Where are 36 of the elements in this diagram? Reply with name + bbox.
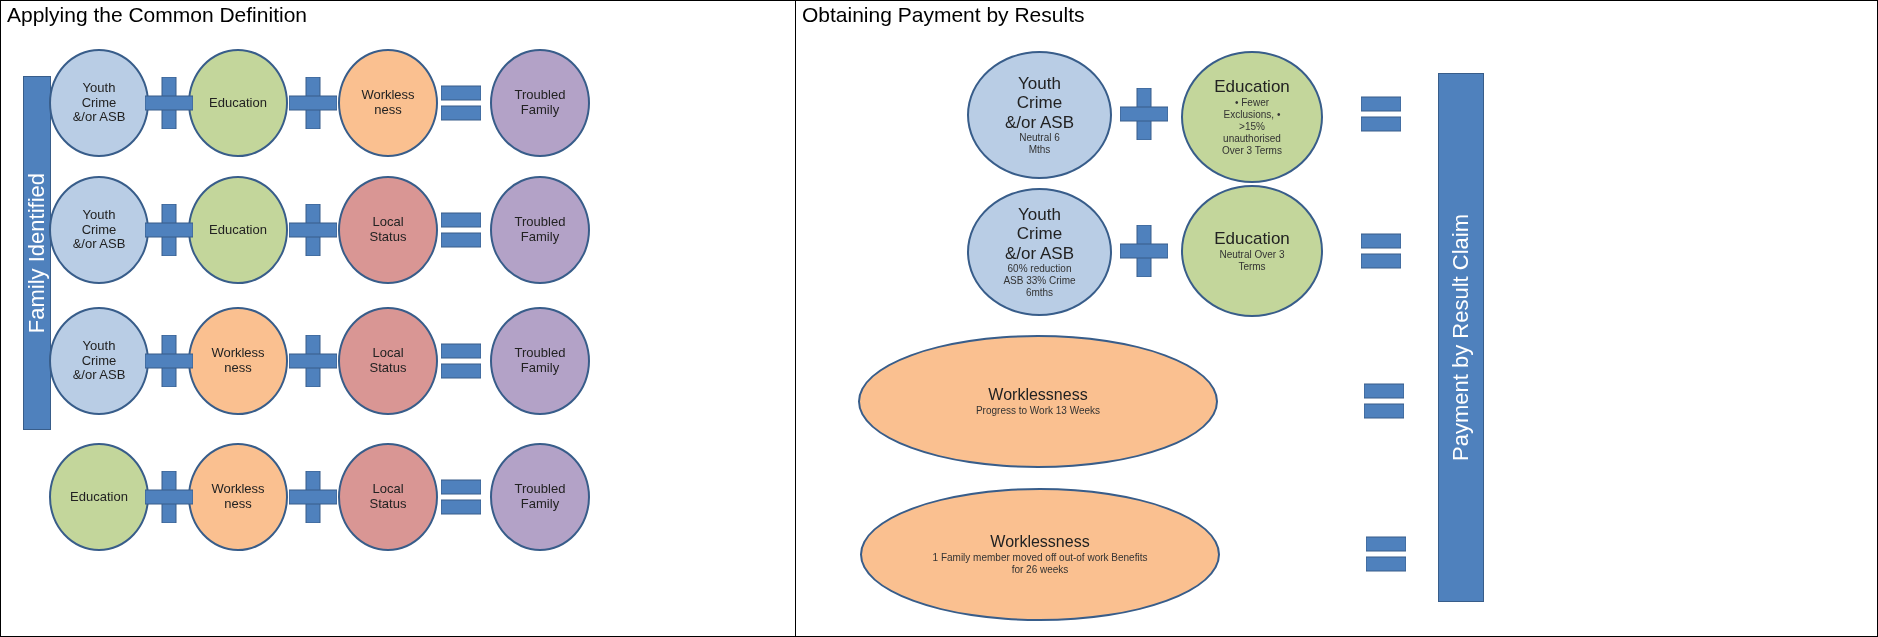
circle-title: Worklessness	[990, 533, 1090, 552]
panel-heading: Obtaining Payment by Results	[802, 3, 1085, 27]
circle-note: 1 Family member moved off out-of work Benefits for 26 weeks	[931, 551, 1149, 576]
vertical-banner	[23, 76, 51, 430]
circle-title: Education	[209, 222, 267, 238]
circle-title: Local Status	[368, 482, 408, 512]
circle-note: Progress to Work 13 Weeks	[975, 404, 1101, 417]
panel-heading: Applying the Common Definition	[7, 3, 307, 27]
circle-title: Local Status	[368, 346, 408, 376]
circle-note: • Fewer Exclusions, • >15% unauthorised Over 3 Terms	[1221, 96, 1283, 157]
circle-title: Education	[1214, 77, 1290, 97]
circle-note: Neutral Over 3 Terms	[1218, 248, 1286, 273]
circle-title: Troubled Family	[513, 346, 567, 376]
circle-title: Troubled Family	[513, 88, 567, 118]
banner-text: Family Identified	[24, 172, 50, 334]
panel-frame	[0, 0, 796, 637]
circle-title: Troubled Family	[513, 215, 567, 245]
circle-title: Workless ness	[210, 346, 266, 376]
circle-title: Youth Crime &/or ASB	[71, 80, 127, 126]
vertical-banner	[1438, 73, 1484, 602]
panel-frame	[795, 0, 1878, 637]
circle-title: Youth Crime &/or ASB	[71, 207, 127, 253]
circle-title: Workless ness	[210, 482, 266, 512]
circle-title: Education	[209, 95, 267, 111]
circle-title: Workless ness	[360, 88, 416, 118]
circle-title: Worklessness	[988, 386, 1088, 405]
circle-title: Youth Crime &/or ASB	[71, 338, 127, 384]
circle-title: Local Status	[368, 215, 408, 245]
circle-title: Youth Crime &/or ASB	[1004, 73, 1075, 133]
circle-title: Troubled Family	[513, 482, 567, 512]
circle-title: Youth Crime &/or ASB	[1004, 204, 1075, 264]
banner-text: Payment by Result Claim	[1448, 214, 1474, 461]
circle-title: Education	[1214, 229, 1290, 249]
circle-note: Neutral 6 Mths	[1018, 132, 1061, 157]
circle-title: Education	[70, 489, 128, 505]
circle-note: 60% reduction ASB 33% Crime 6mths	[1002, 263, 1077, 300]
